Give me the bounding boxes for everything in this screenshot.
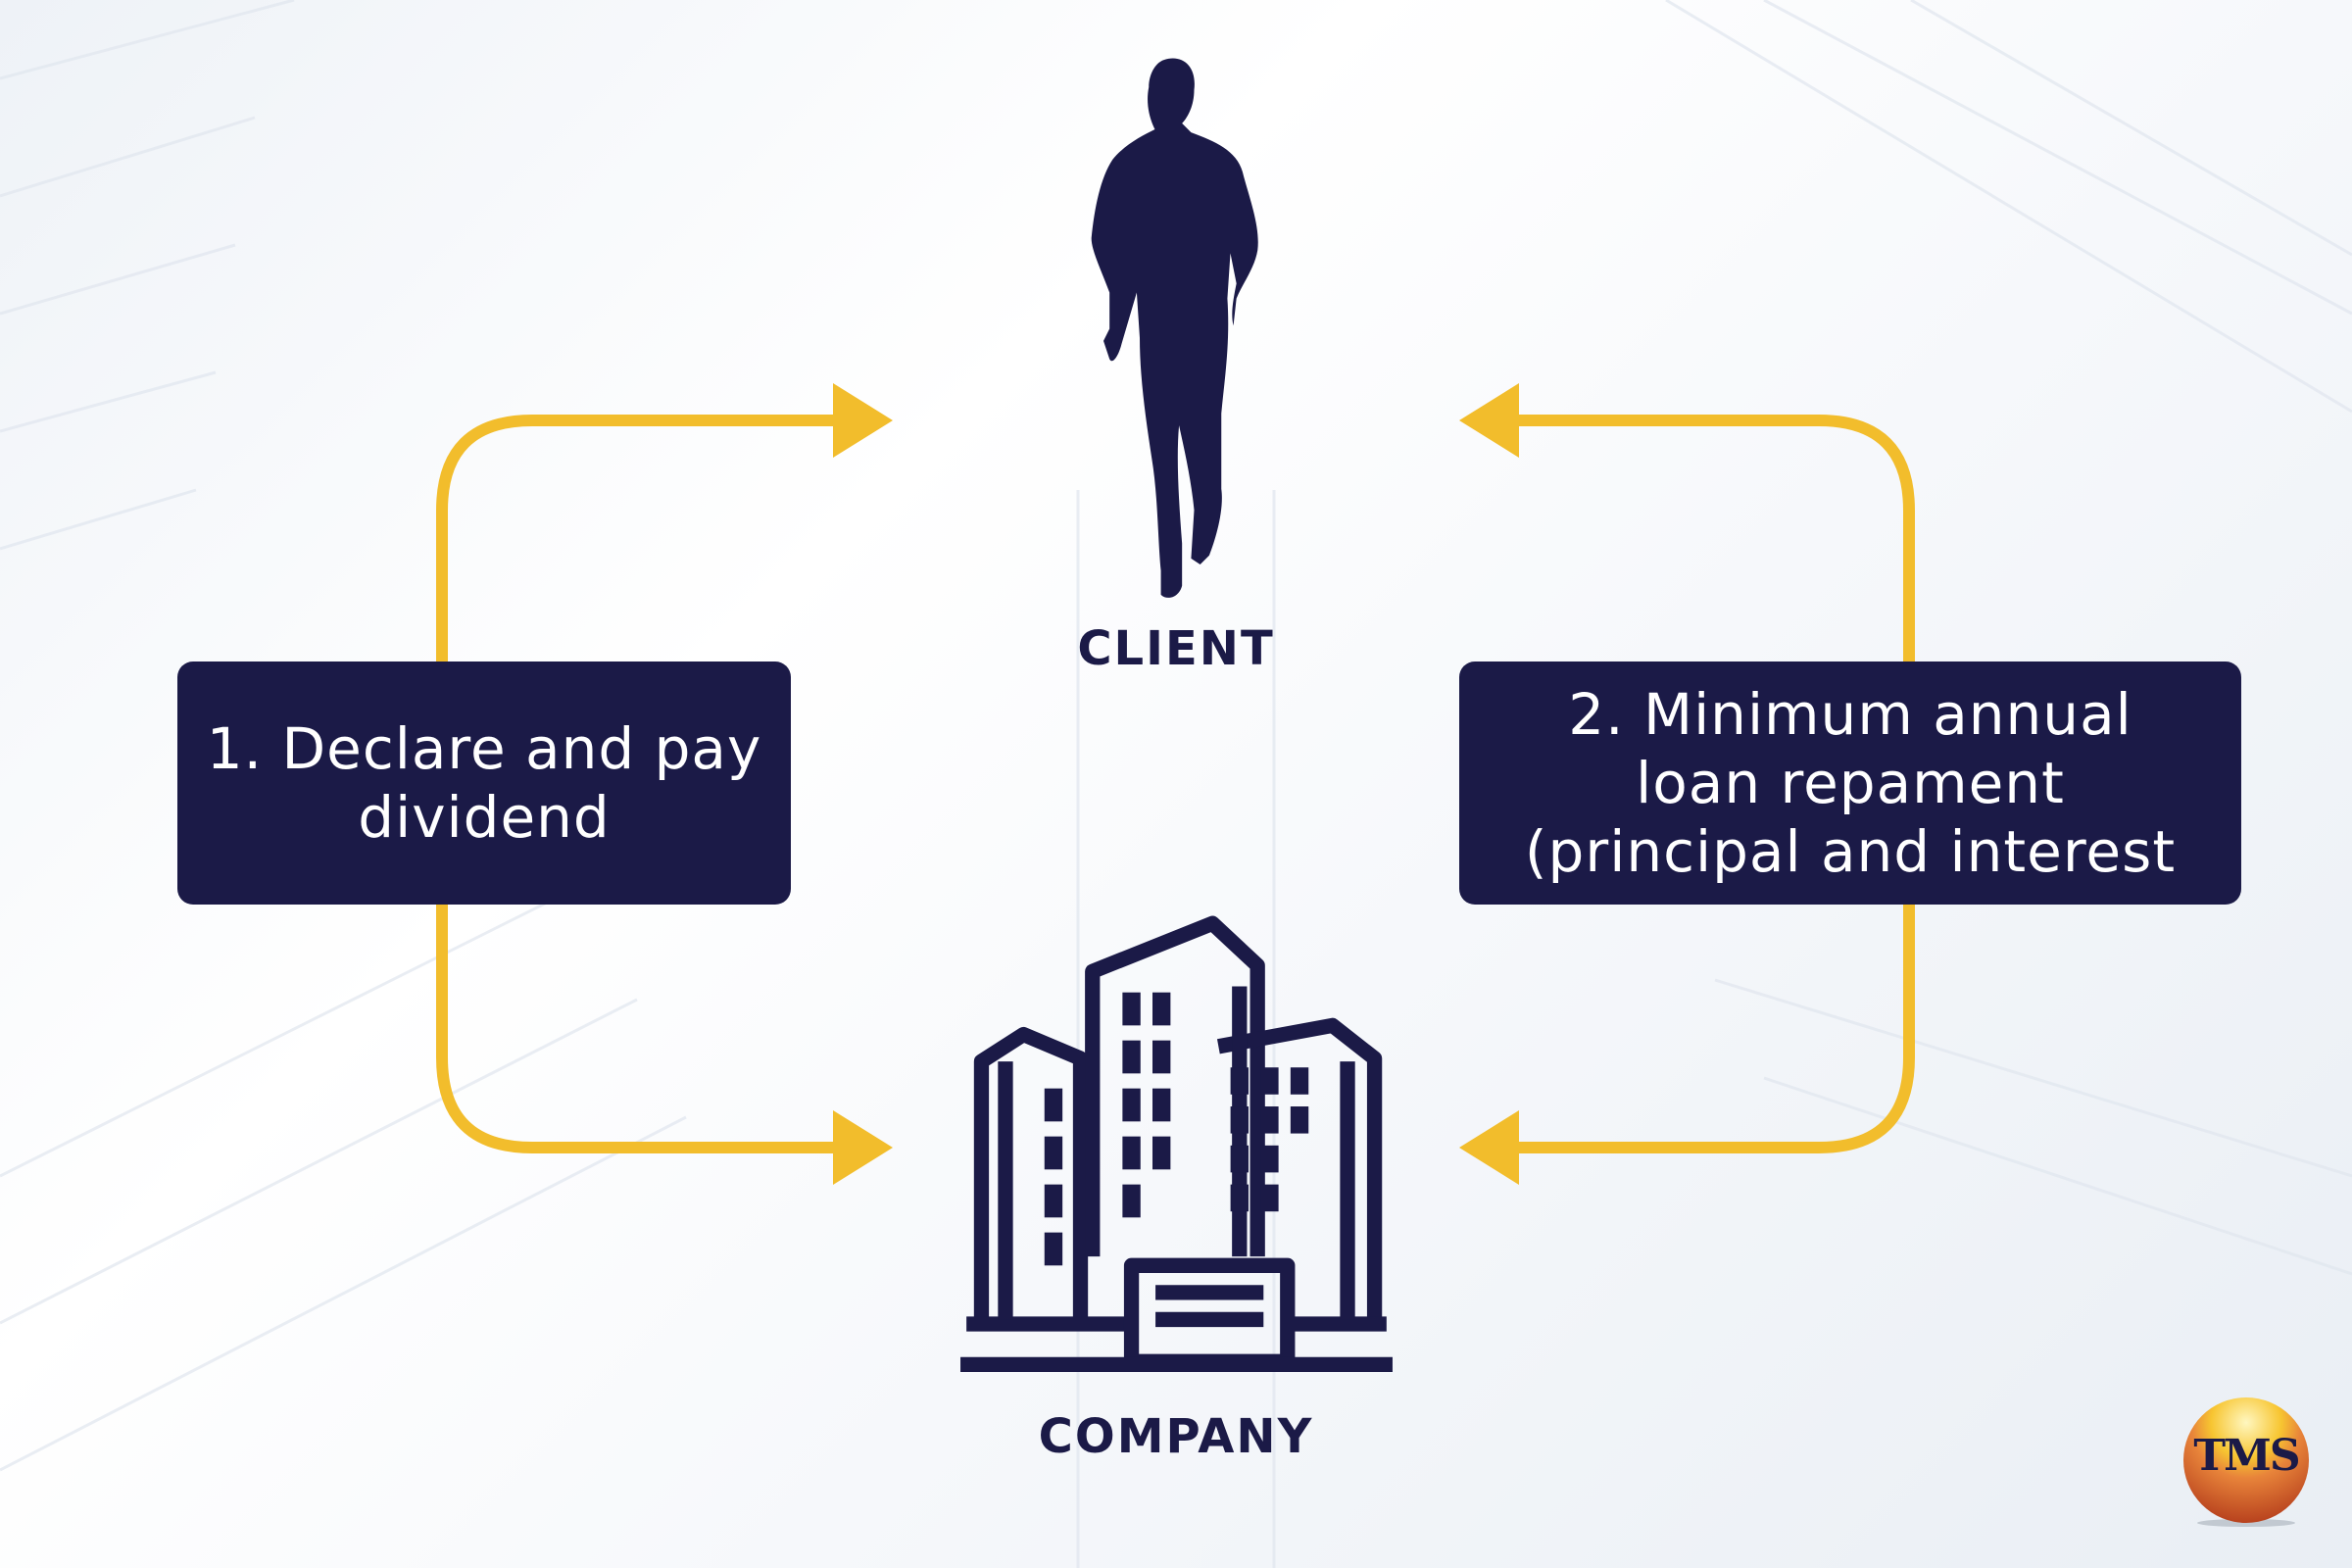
step-2-box: 2. Minimum annual loan repament (princip… — [1459, 662, 2241, 905]
person-icon — [1091, 58, 1258, 598]
step-2-line: 2. Minimum annual — [1568, 681, 2132, 748]
company-label: COMPANY — [1038, 1409, 1314, 1464]
step-2-line: loan repament — [1636, 750, 2065, 816]
client-label: CLIENT — [1077, 621, 1275, 676]
arrow-to-company-right — [1459, 1110, 1519, 1185]
step-1-line: dividend — [358, 784, 611, 851]
step-2-line: (principal and interest — [1524, 818, 2177, 885]
logo-text: TMS — [2193, 1431, 2300, 1481]
step-1-box: 1. Declare and pay dividend — [177, 662, 791, 905]
tms-logo: TMS — [2181, 1396, 2311, 1527]
step-1-line: 1. Declare and pay — [206, 715, 762, 782]
office-building-icon — [960, 915, 1393, 1372]
arrow-to-client-left — [833, 383, 893, 458]
arrow-to-company-left — [833, 1110, 893, 1185]
arrow-to-client-right — [1459, 383, 1519, 458]
